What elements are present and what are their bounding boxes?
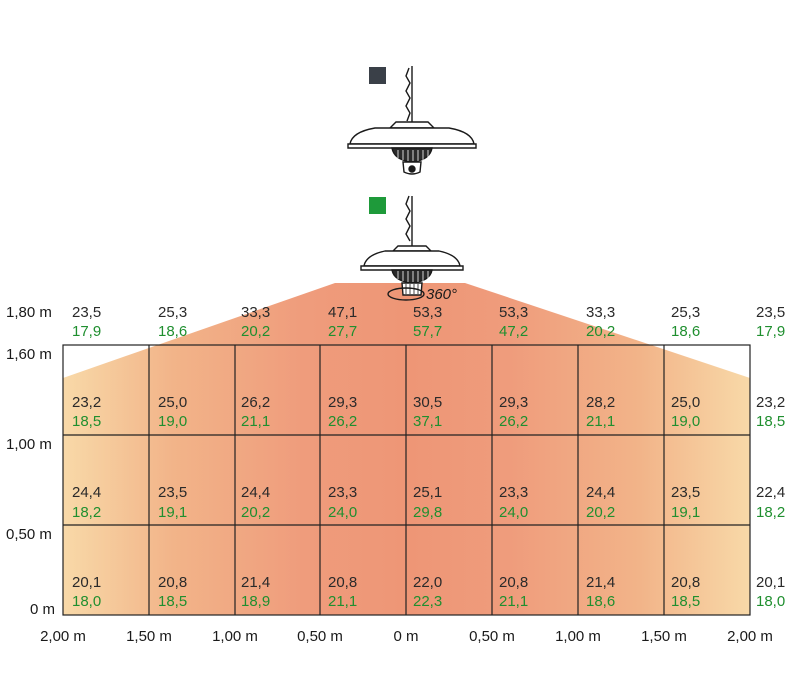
lower-lamp-temperature: 18,5	[756, 413, 785, 430]
lower-lamp-temperature: 21,1	[499, 593, 528, 610]
x-label: 0,50 m	[469, 628, 515, 645]
upper-lamp-temperature: 24,4	[241, 484, 270, 501]
lower-lamp-temperature: 26,2	[499, 413, 528, 430]
upper-lamp-temperature: 21,4	[241, 574, 270, 591]
lower-lamp-temperature: 20,2	[241, 323, 270, 340]
upper-lamp-temperature: 23,5	[158, 484, 187, 501]
upper-lamp-temperature: 20,8	[671, 574, 700, 591]
upper-lamp-temperature: 25,0	[158, 394, 187, 411]
lower-lamp-temperature: 24,0	[328, 504, 357, 521]
upper-lamp-temperature: 23,3	[328, 484, 357, 501]
upper-lamp-temperature: 28,2	[586, 394, 615, 411]
lower-lamp-temperature: 18,0	[756, 593, 785, 610]
x-label: 0 m	[393, 628, 418, 645]
upper-lamp-temperature: 29,3	[499, 394, 528, 411]
upper-lamp-temperature: 22,4	[756, 484, 785, 501]
lower-lamp-temperature: 21,1	[586, 413, 615, 430]
y-label-1-60: 1,60 m	[6, 346, 52, 363]
lower-lamp-temperature: 18,9	[241, 593, 270, 610]
upper-lamp-temperature: 26,2	[241, 394, 270, 411]
lower-lamp-temperature: 18,6	[586, 593, 615, 610]
upper-lamp-temperature: 23,2	[756, 394, 785, 411]
lower-lamp-temperature: 17,9	[72, 323, 101, 340]
lower-lamp-temperature: 22,3	[413, 593, 442, 610]
lower-lamp-temperature: 29,8	[413, 504, 442, 521]
upper-lamp-temperature: 25,3	[158, 304, 187, 321]
lower-lamp-temperature: 19,0	[671, 413, 700, 430]
lower-lamp-temperature: 18,2	[72, 504, 101, 521]
lower-lamp-temperature: 26,2	[328, 413, 357, 430]
upper-lamp-temperature: 23,5	[756, 304, 785, 321]
upper-lamp-temperature: 23,2	[72, 394, 101, 411]
upper-lamp-temperature: 25,1	[413, 484, 442, 501]
lower-lamp-temperature: 24,0	[499, 504, 528, 521]
y-label-1-80: 1,80 m	[6, 304, 52, 321]
x-label: 2,00 m	[40, 628, 86, 645]
lower-lamp-temperature: 37,1	[413, 413, 442, 430]
x-label: 1,50 m	[641, 628, 687, 645]
upper-lamp-temperature: 30,5	[413, 394, 442, 411]
upper-lamp-temperature: 47,1	[328, 304, 357, 321]
lower-lamp-temperature: 47,2	[499, 323, 528, 340]
y-label-1-00: 1,00 m	[6, 436, 52, 453]
rotation-label: 360°	[426, 286, 457, 303]
lower-lamp-temperature: 18,6	[671, 323, 700, 340]
upper-lamp-temperature: 53,3	[413, 304, 442, 321]
x-label: 0,50 m	[297, 628, 343, 645]
lower-lamp-temperature: 19,1	[158, 504, 187, 521]
upper-lamp-temperature: 21,4	[586, 574, 615, 591]
lower-lamp-temperature: 18,0	[72, 593, 101, 610]
measurement-grid	[62, 344, 751, 616]
x-label: 2,00 m	[727, 628, 773, 645]
lower-lamp-temperature: 18,6	[158, 323, 187, 340]
upper-lamp-temperature: 23,5	[72, 304, 101, 321]
lower-lamp-temperature: 18,5	[671, 593, 700, 610]
upper-lamp-temperature: 23,5	[671, 484, 700, 501]
temperature-values: 23,5 25,3 33,3 47,1 53,3 53,3 33,3 25,3 23,5 17,9…	[72, 304, 785, 610]
lower-lamp-legend-swatch	[369, 197, 386, 214]
lower-lamp-temperature: 17,9	[756, 323, 785, 340]
lower-lamp-temperature: 19,0	[158, 413, 187, 430]
upper-lamp-temperature: 25,0	[671, 394, 700, 411]
x-axis-labels: 2,00 m 1,50 m 1,00 m 0,50 m 0 m 0,50 m 1…	[40, 628, 773, 645]
lower-lamp-temperature: 19,1	[671, 504, 700, 521]
upper-lamp-temperature: 24,4	[586, 484, 615, 501]
y-label-0-50: 0,50 m	[6, 526, 52, 543]
upper-lamp-temperature: 33,3	[586, 304, 615, 321]
upper-lamp-temperature: 20,8	[499, 574, 528, 591]
upper-lamp-temperature: 22,0	[413, 574, 442, 591]
upper-lamp-temperature: 20,8	[158, 574, 187, 591]
y-axis-labels: 1,80 m 1,60 m 1,00 m 0,50 m 0 m	[6, 304, 55, 618]
lower-lamp-temperature: 21,1	[328, 593, 357, 610]
upper-heater-lamp	[347, 66, 477, 175]
lower-heater-lamp	[360, 195, 464, 301]
upper-lamp-temperature: 20,1	[72, 574, 101, 591]
lower-lamp-temperature: 27,7	[328, 323, 357, 340]
y-label-0: 0 m	[30, 601, 55, 618]
lower-lamp-temperature: 21,1	[241, 413, 270, 430]
upper-lamp-temperature: 33,3	[241, 304, 270, 321]
upper-lamp-temperature: 24,4	[72, 484, 101, 501]
lower-lamp-temperature: 18,2	[756, 504, 785, 521]
lower-lamp-temperature: 20,2	[586, 323, 615, 340]
upper-lamp-legend-swatch	[369, 67, 386, 84]
upper-lamp-temperature: 25,3	[671, 304, 700, 321]
upper-lamp-temperature: 20,8	[328, 574, 357, 591]
x-label: 1,00 m	[555, 628, 601, 645]
lower-lamp-temperature: 20,2	[241, 504, 270, 521]
lower-lamp-temperature: 18,5	[158, 593, 187, 610]
upper-lamp-temperature: 20,1	[756, 574, 785, 591]
upper-lamp-temperature: 53,3	[499, 304, 528, 321]
lower-lamp-temperature: 57,7	[413, 323, 442, 340]
x-label: 1,00 m	[212, 628, 258, 645]
upper-lamp-temperature: 23,3	[499, 484, 528, 501]
upper-lamp-temperature: 29,3	[328, 394, 357, 411]
lower-lamp-temperature: 18,5	[72, 413, 101, 430]
lower-lamp-temperature: 20,2	[586, 504, 615, 521]
x-label: 1,50 m	[126, 628, 172, 645]
